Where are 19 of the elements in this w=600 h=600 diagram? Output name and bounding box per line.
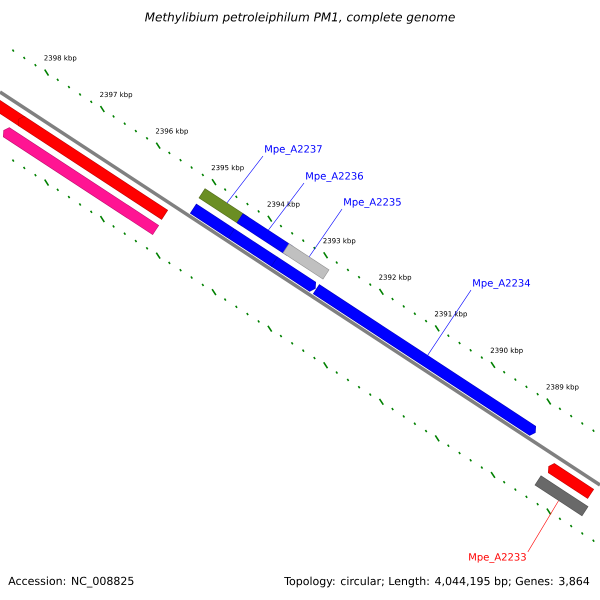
leader-line: [226, 156, 264, 204]
gene-bar: [548, 463, 594, 499]
gene-bar: [0, 98, 26, 126]
leader-line: [528, 500, 559, 552]
footer-text: Topology: circular; Length: 4,044,195 bp; Genes: 3,864: [284, 576, 590, 588]
gene-label: Mpe_A2236: [306, 172, 363, 182]
gene-label: Mpe_A2235: [344, 198, 401, 208]
gene-bar: [190, 204, 234, 238]
gene-label: Mpe_A2234: [473, 279, 530, 289]
gene-bar: [228, 228, 278, 267]
title: Methylibium petroleiphilum PM1, complete genome: [145, 12, 455, 24]
leader-line: [427, 290, 472, 356]
gene-bar: [270, 256, 316, 292]
gene-label: Mpe_A2233: [469, 553, 526, 563]
footer-text: Accession: NC_008825: [8, 576, 134, 588]
gene-bar: [282, 243, 330, 280]
leader-line: [309, 208, 342, 257]
gene-label: Mpe_A2237: [265, 145, 322, 155]
leader-line: [268, 182, 304, 230]
